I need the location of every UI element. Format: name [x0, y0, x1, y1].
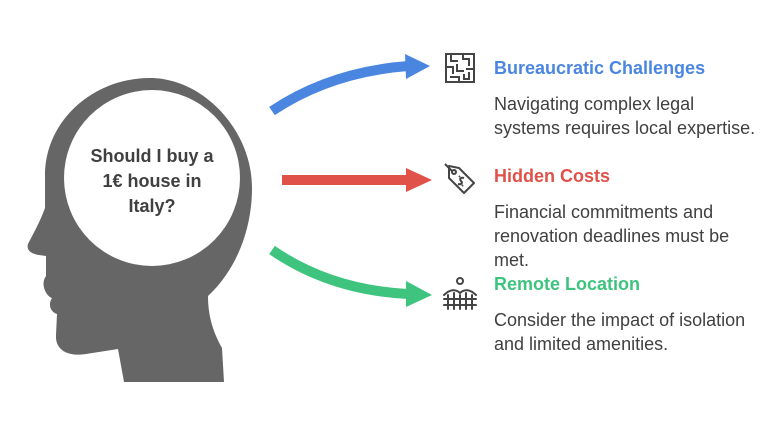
- question-line-1: Should I buy a: [90, 146, 214, 166]
- bureaucratic-challenges-description: Navigating complex legal systems require…: [494, 94, 756, 138]
- question-text: Should I buy a 1€ house in Italy?: [82, 144, 222, 219]
- bureaucratic-challenges-title: Bureaucratic Challenges: [494, 58, 706, 78]
- hidden-costs-description: Financial commitments and renovation dea…: [494, 202, 730, 270]
- countryside-fence-icon: [443, 277, 477, 310]
- question-line-3: Italy?: [128, 196, 176, 216]
- thought-circle: [64, 90, 240, 266]
- maze-icon: [445, 53, 475, 83]
- arrow-bureaucratic: [269, 61, 409, 116]
- remote-location-description: Consider the impact of isolation and lim…: [494, 310, 746, 354]
- arrow-head-remote-location: [406, 281, 432, 307]
- remote-location-title: Remote Location: [494, 274, 641, 294]
- arrow-remote-location: [269, 245, 409, 299]
- arrow-head-bureaucratic: [405, 54, 430, 79]
- hidden-costs-title: Hidden Costs: [494, 166, 611, 186]
- price-tag-icon: [444, 163, 475, 194]
- question-line-2: 1€ house in: [102, 171, 202, 191]
- arrow-head-hidden-costs: [406, 168, 432, 192]
